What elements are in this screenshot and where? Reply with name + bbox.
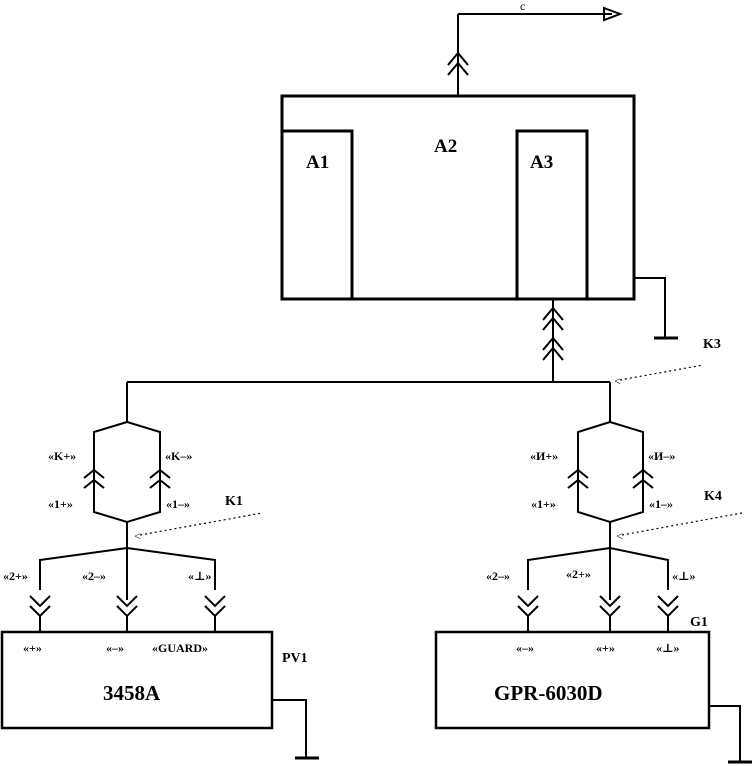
output-arrow-label: c	[520, 0, 525, 13]
bus-k3	[126, 299, 611, 422]
pv1-model: 3458A	[103, 681, 161, 705]
block-a1-label: A1	[306, 152, 329, 173]
block-a2	[280, 94, 636, 301]
k1-leader	[139, 512, 263, 536]
left-pin-bot-1: «2+»	[3, 569, 28, 583]
instrument-g1	[434, 630, 711, 730]
right-pin-top-right: «И–»	[648, 449, 675, 463]
g1-term-ground: «⊥»	[656, 641, 680, 655]
left-pin-top-left: «K+»	[48, 449, 76, 463]
output-line	[457, 6, 623, 95]
instrument-pv1	[0, 630, 274, 730]
ground-a2-icon	[634, 277, 678, 340]
left-pin-bot-3: «⊥»	[188, 569, 212, 583]
g1-ref: G1	[690, 615, 708, 630]
block-a1	[280, 129, 354, 301]
block-a3-label: A3	[530, 152, 553, 173]
svg-text:<: <	[134, 529, 141, 543]
right-pin-bot-1: «2–»	[486, 569, 510, 583]
connector-top-icon	[447, 51, 469, 76]
ground-pv1-icon	[272, 699, 319, 760]
left-pin-top-right: «K–»	[165, 449, 192, 463]
pv1-ref: PV1	[282, 651, 308, 666]
g1-term-minus: «–»	[516, 641, 534, 655]
pv1-term-guard: «GUARD»	[152, 641, 208, 655]
cable-label-k4: K4	[704, 489, 722, 504]
svg-text:<: <	[616, 529, 623, 543]
left-pin-bot-2: «2–»	[82, 569, 106, 583]
k4-leader	[621, 512, 743, 536]
pv1-term-plus: «+»	[23, 641, 42, 655]
right-pin-bot-3: «⊥»	[672, 569, 696, 583]
cable-label-k3: K3	[703, 337, 721, 352]
right-pin-bot-2: «2+»	[566, 567, 591, 581]
left-pin-mid-left: «1+»	[48, 497, 73, 511]
block-a2-label: A2	[434, 136, 457, 157]
ground-g1-icon	[709, 705, 752, 764]
svg-text:<: <	[614, 374, 621, 388]
cable-label-k1: K1	[225, 494, 243, 509]
cable-k1	[29, 421, 226, 632]
g1-term-plus: «+»	[596, 641, 615, 655]
pv1-term-minus: «–»	[106, 641, 124, 655]
cable-k4	[517, 421, 679, 632]
left-pin-mid-right: «1–»	[166, 497, 190, 511]
k3-leader	[619, 364, 704, 381]
g1-model: GPR-6030D	[494, 681, 603, 705]
right-pin-mid-left: «1+»	[531, 497, 556, 511]
right-pin-top-left: «И+»	[530, 449, 558, 463]
right-pin-mid-right: «1–»	[649, 497, 673, 511]
